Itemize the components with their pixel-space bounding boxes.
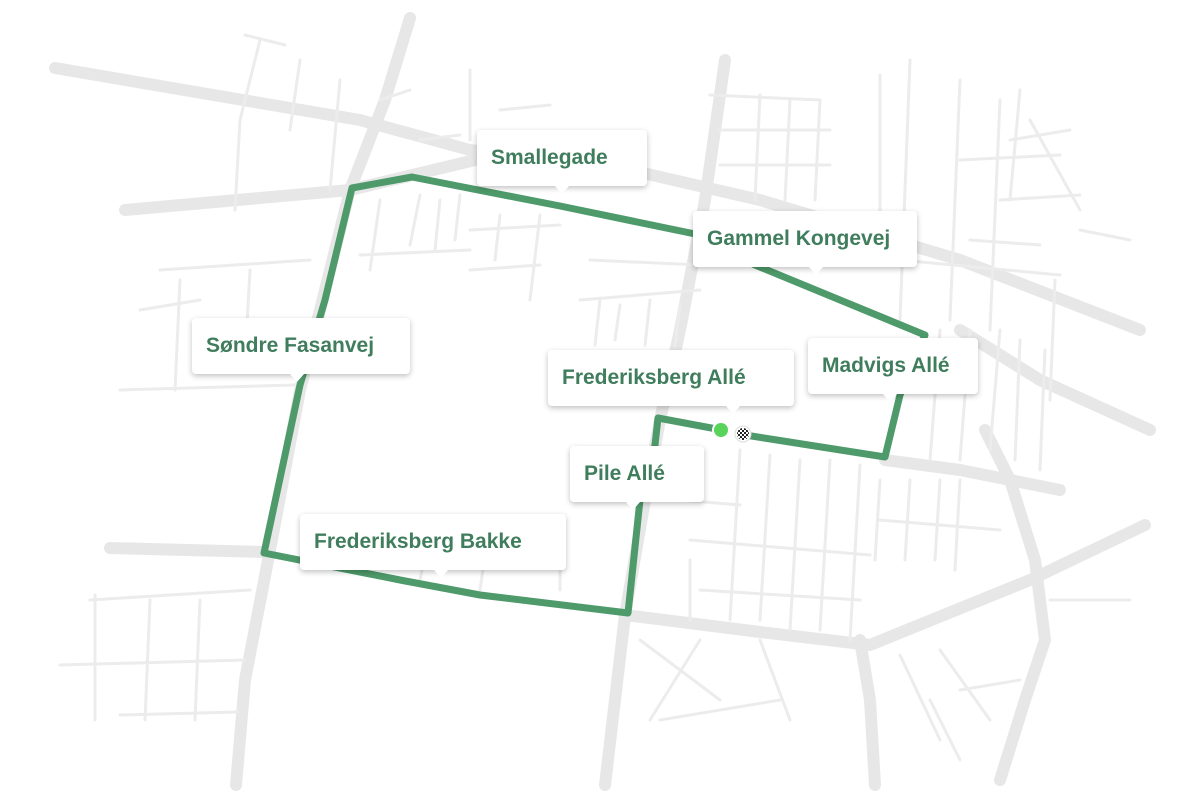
label-sondre-fasanvej: Søndre Fasanvej (192, 318, 410, 374)
minor-street (468, 213, 702, 302)
street-southwest (104, 542, 271, 558)
minor-street (378, 68, 552, 142)
street-east-avenue (954, 324, 1156, 436)
minor-street (728, 448, 862, 642)
label-pile-alle: Pile Allé (570, 446, 704, 502)
label-frederiksberg-bakke: Frederiksberg Bakke (300, 514, 566, 570)
street-southeast-diagonal (619, 519, 1151, 651)
label-madvigs-alle: Madvigs Allé (808, 338, 978, 394)
start-dot-icon[interactable] (712, 421, 730, 439)
street-west-crossing (119, 154, 481, 216)
minor-street (708, 93, 832, 202)
minor-street (873, 478, 1002, 572)
minor-street (928, 328, 1047, 472)
minor-street (678, 498, 872, 622)
minor-street (898, 228, 1132, 402)
minor-street (898, 598, 1132, 762)
label-gammel-kongevej: Gammel Kongevej (693, 211, 917, 267)
label-smallegade: Smallegade (477, 130, 647, 186)
label-frederiksberg-alle: Frederiksberg Allé (548, 350, 794, 406)
street-east-horizontal (879, 454, 1066, 496)
street-south-branch (854, 634, 881, 791)
minor-street (958, 118, 1082, 212)
minor-street (593, 298, 682, 347)
minor-street (878, 58, 1022, 332)
minor-street (118, 258, 312, 392)
minor-street (638, 638, 792, 722)
street-east-vertical (979, 424, 1051, 786)
minor-street (58, 588, 252, 722)
minor-street (358, 193, 562, 272)
checkered-flag-icon[interactable] (734, 425, 752, 443)
minor-streets (58, 33, 1132, 762)
street-north-vertical (230, 12, 416, 791)
minor-street (233, 33, 342, 212)
